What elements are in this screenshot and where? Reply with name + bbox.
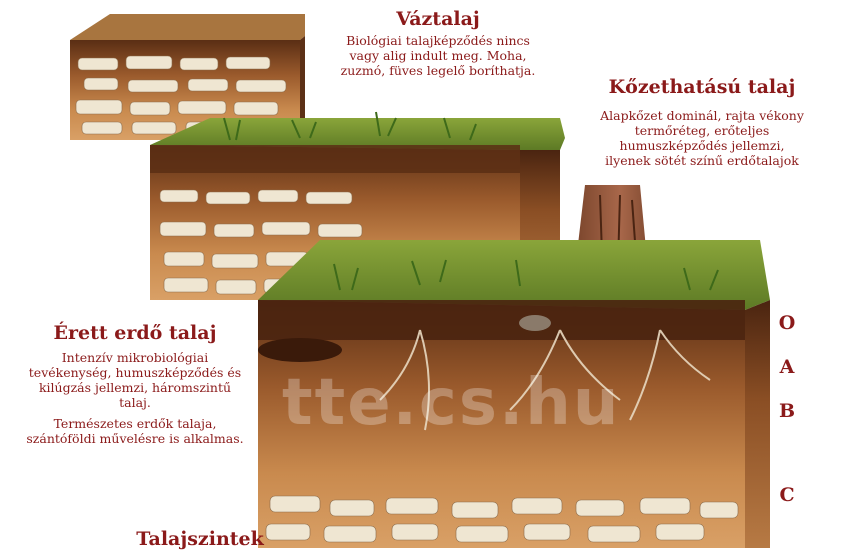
erett-desc2-line: szántóföldi művelésre is alkalmas. — [10, 431, 260, 446]
horizon-label-b: B — [772, 400, 802, 422]
watermark: tte.cs.hu — [282, 366, 620, 440]
erett-desc-line: tevékenység, humuszképződés és — [10, 365, 260, 380]
kozethatasu-desc-line: termőréteg, erőteljes — [562, 123, 842, 138]
vaztalaj-desc: Biológiai talajképződés nincs vagy alig … — [318, 33, 558, 78]
vaztalaj-desc-line: zuzmó, füves legelő boríthatja. — [318, 63, 558, 78]
kozethatasu-desc: Alapkőzet dominál, rajta vékony termőrét… — [562, 108, 842, 168]
horizon-label-a: A — [772, 356, 802, 378]
vaztalaj-desc-line: Biológiai talajképződés nincs — [318, 33, 558, 48]
erett-desc-line: kilúgzás jellemzi, háromszintű — [10, 380, 260, 395]
kozethatasu-desc-line: humuszképződés jellemzi, — [562, 138, 842, 153]
kozethatasu-title: Kőzethatású talaj — [562, 76, 842, 98]
erett-desc: Intenzív mikrobiológiai tevékenység, hum… — [10, 350, 260, 410]
vaztalaj-desc-line: vagy alig indult meg. Moha, — [318, 48, 558, 63]
erett-desc2-line: Természetes erdők talaja, — [10, 416, 260, 431]
erett-title: Érett erdő talaj — [10, 322, 260, 344]
erett-desc2: Természetes erdők talaja, szántóföldi mű… — [10, 416, 260, 446]
erett-desc-line: Intenzív mikrobiológiai — [10, 350, 260, 365]
levels-title: Talajszintek — [100, 528, 300, 550]
kozethatasu-label: Kőzethatású talaj Alapkőzet dominál, raj… — [562, 76, 842, 168]
erett-label: Érett erdő talaj Intenzív mikrobiológiai… — [10, 322, 260, 446]
horizon-label-o: O — [772, 312, 802, 334]
horizon-label-c: C — [772, 484, 802, 506]
vaztalaj-label: Váztalaj Biológiai talajképződés nincs v… — [318, 8, 558, 78]
erett-desc-line: talaj. — [10, 395, 260, 410]
kozethatasu-desc-line: ilyenek sötét színű erdőtalajok — [562, 153, 842, 168]
vaztalaj-title: Váztalaj — [318, 8, 558, 30]
kozethatasu-desc-line: Alapkőzet dominál, rajta vékony — [562, 108, 842, 123]
